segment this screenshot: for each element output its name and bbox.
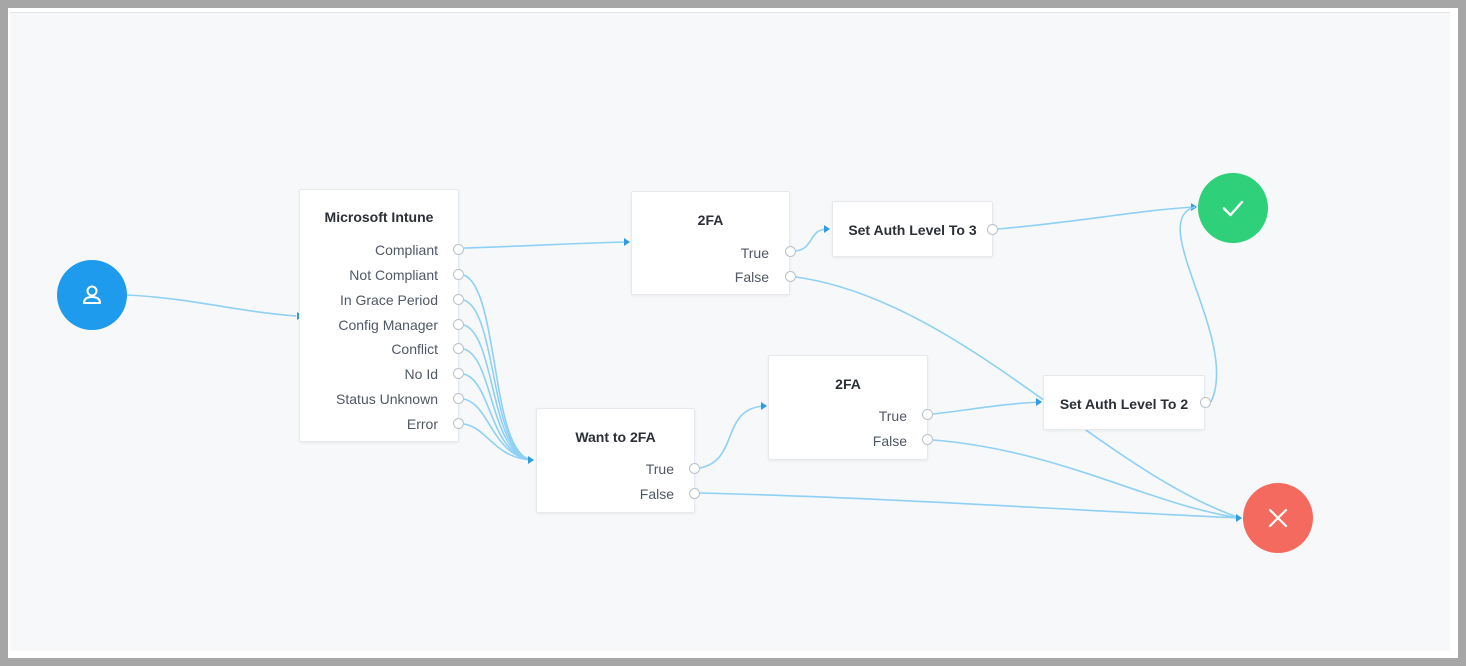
output-port-2fa-top-false[interactable] [785, 271, 796, 282]
node-title: Set Auth Level To 3 [848, 222, 977, 238]
output-label-false: False [734, 269, 769, 285]
output-label-no-id: No Id [404, 366, 438, 382]
output-label-true: True [645, 461, 674, 477]
node-2fa-middle[interactable]: 2FA True False [768, 355, 928, 460]
failure-node[interactable] [1243, 483, 1313, 553]
node-title: Set Auth Level To 2 [1059, 396, 1189, 412]
checkmark-icon [1219, 194, 1247, 222]
output-port-want2fa-false[interactable] [689, 488, 700, 499]
output-port-config-manager[interactable] [453, 319, 464, 330]
output-label-false: False [872, 433, 907, 449]
node-microsoft-intune[interactable]: Microsoft Intune Compliant Not Compliant… [299, 189, 459, 442]
output-label-not-compliant: Not Compliant [349, 267, 438, 283]
node-set-auth-level-2[interactable]: Set Auth Level To 2 [1043, 375, 1205, 430]
output-port-in-grace-period[interactable] [453, 294, 464, 305]
user-icon [79, 282, 105, 308]
output-label-in-grace-period: In Grace Period [339, 292, 438, 308]
start-node[interactable] [57, 260, 127, 330]
output-label-conflict: Conflict [391, 341, 438, 357]
node-set-auth-level-3[interactable]: Set Auth Level To 3 [832, 201, 993, 257]
node-title: 2FA [697, 212, 724, 228]
output-label-config-manager: Config Manager [338, 317, 438, 333]
node-title: 2FA [835, 376, 861, 392]
success-node[interactable] [1198, 173, 1268, 243]
output-port-not-compliant[interactable] [453, 269, 464, 280]
output-label-false: False [639, 486, 674, 502]
output-port-2fa-mid-false[interactable] [922, 434, 933, 445]
output-label-status-unknown: Status Unknown [336, 391, 438, 407]
output-port-conflict[interactable] [453, 343, 464, 354]
output-label-true: True [740, 245, 769, 261]
output-label-compliant: Compliant [374, 242, 438, 258]
output-port-compliant[interactable] [453, 244, 464, 255]
output-port-2fa-mid-true[interactable] [922, 409, 933, 420]
output-label-true: True [878, 408, 907, 424]
output-port-no-id[interactable] [453, 368, 464, 379]
node-title: Want to 2FA [575, 429, 656, 445]
output-port-want2fa-true[interactable] [689, 463, 700, 474]
node-2fa-top[interactable]: 2FA True False [631, 191, 790, 295]
close-icon [1266, 506, 1290, 530]
output-port-status-unknown[interactable] [453, 393, 464, 404]
flow-canvas[interactable] [10, 12, 1450, 651]
node-title: Microsoft Intune [324, 209, 434, 225]
output-port-auth3[interactable] [987, 224, 998, 235]
output-port-error[interactable] [453, 418, 464, 429]
output-port-2fa-top-true[interactable] [785, 246, 796, 257]
node-want-to-2fa[interactable]: Want to 2FA True False [536, 408, 695, 513]
output-label-error: Error [406, 416, 438, 432]
output-port-auth2[interactable] [1200, 397, 1211, 408]
